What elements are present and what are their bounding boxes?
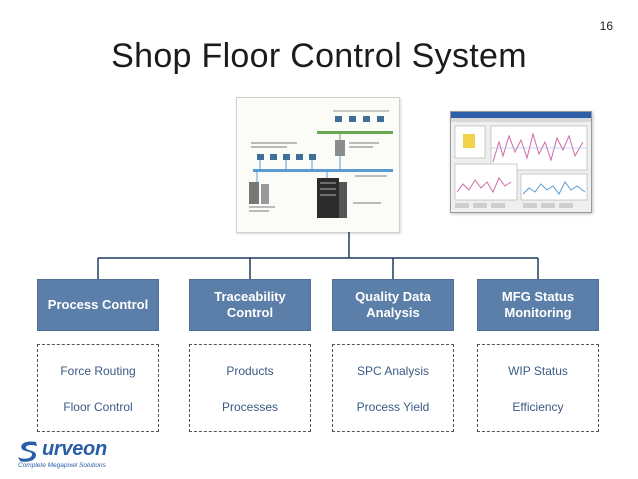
category-mfg-status-monitoring: MFG Status Monitoring [477,279,599,331]
detail-item: Products [226,364,274,378]
surveon-logo: urveon Complete Megapixel Solutions [14,437,134,473]
logo-tagline: Complete Megapixel Solutions [18,462,106,469]
detail-item: Processes [221,400,279,414]
detail-traceability-control: Products Processes [189,344,311,432]
detail-item: Process Yield [356,400,430,414]
detail-item: Floor Control [63,400,133,414]
monitoring-charts-icon [450,111,592,213]
system-illustration [236,97,592,233]
detail-item: Force Routing [60,364,136,378]
page-number: 16 [599,19,613,33]
detail-quality-data-analysis: SPC Analysis Process Yield [332,344,454,432]
detail-item: WIP Status [508,364,568,378]
category-quality-data-analysis: Quality Data Analysis [332,279,454,331]
slide-title: Shop Floor Control System [111,37,527,75]
detail-item: Efficiency [512,400,564,414]
detail-item: SPC Analysis [356,364,430,378]
network-diagram-icon [236,97,400,233]
logo-wordmark: urveon [42,438,107,460]
detail-process-control: Force Routing Floor Control [37,344,159,432]
category-traceability-control: Traceability Control [189,279,311,331]
category-process-control: Process Control [37,279,159,331]
detail-mfg-status-monitoring: WIP Status Efficiency [477,344,599,432]
surveon-s-icon [18,441,37,462]
